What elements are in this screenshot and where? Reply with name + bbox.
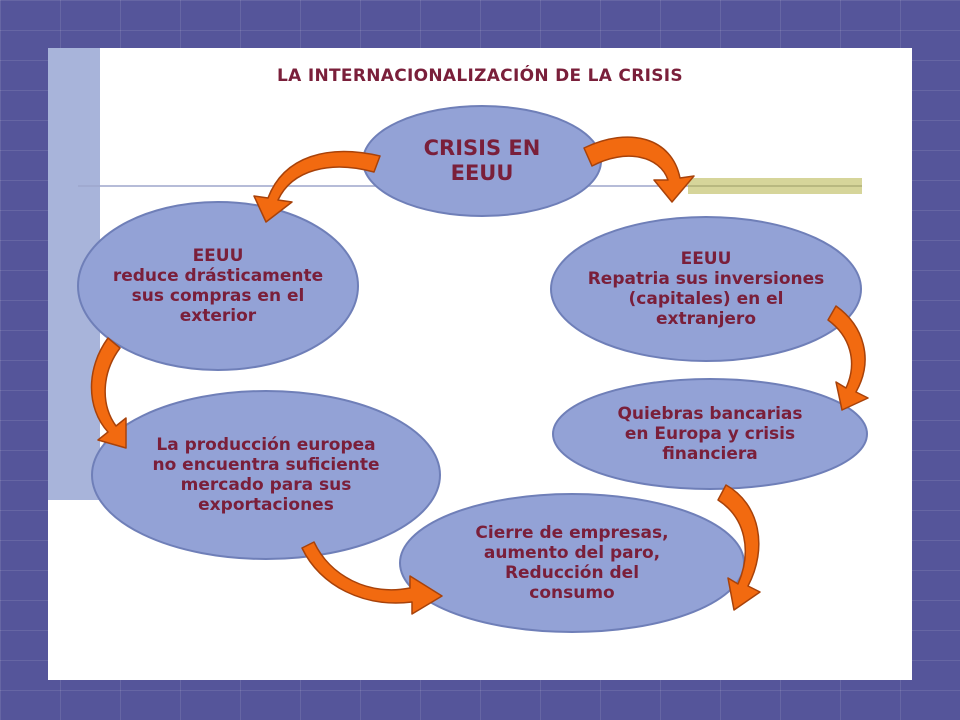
arrow-crisis-to-repatria [583,136,695,203]
node-quiebras-label: Quiebras bancarias en Europa y crisis fi… [617,403,803,465]
node-repatria-shape [550,216,862,362]
node-reduce-label: EEUU reduce drásticamente sus compras en… [112,245,324,327]
node-repatria-label: EEUU Repatria sus inversiones (capitales… [587,248,825,330]
node-reduce-shape [77,201,359,371]
arrow-reduce-to-crisis [253,150,381,223]
slide-title: LA INTERNACIONALIZACIÓN DE LA CRISIS [277,66,683,86]
node-crisis-eeuu-label: CRISIS EN EEUU [423,136,541,185]
node-produccion-shape [91,390,441,560]
arrow-produccion-to-reduce [90,337,127,449]
arrow-repatria-to-quiebras [827,305,869,411]
node-cierre-label: Cierre de empresas, aumento del paro, Re… [475,522,669,604]
node-quiebras-shape [552,378,868,490]
arrow-quiebras-to-cierre [717,484,761,611]
crisis-cycle-diagram [77,105,869,633]
slide: LA INTERNACIONALIZACIÓN DE LA CRISIS [48,48,912,680]
node-produccion-label: La producción europea no encuentra sufic… [152,434,380,516]
arrow-cierre-to-produccion [301,541,443,615]
